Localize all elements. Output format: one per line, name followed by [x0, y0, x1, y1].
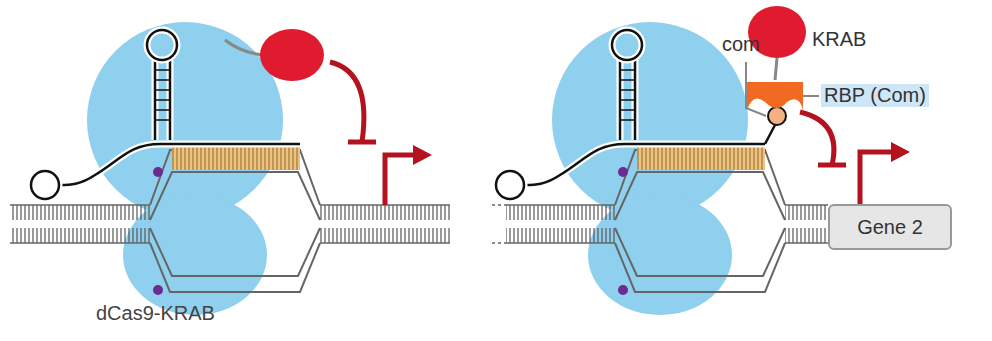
- node-text: Gene 2: [857, 216, 923, 239]
- hairpin-label: com: [722, 33, 760, 56]
- rbp-cup: [747, 82, 803, 110]
- linker-stroke: [775, 58, 777, 80]
- rna-binding-protein: RBP (Com): [745, 80, 925, 116]
- leader-line: [803, 95, 819, 97]
- linker-line: [775, 58, 777, 80]
- complex-label: dCas9-KRAB: [96, 302, 215, 325]
- node-text: RBP (Com): [821, 84, 929, 107]
- gene-box: Gene 2: [828, 204, 952, 250]
- krab-domain: KRAB: [748, 6, 858, 58]
- node-text: KRAB: [812, 28, 866, 51]
